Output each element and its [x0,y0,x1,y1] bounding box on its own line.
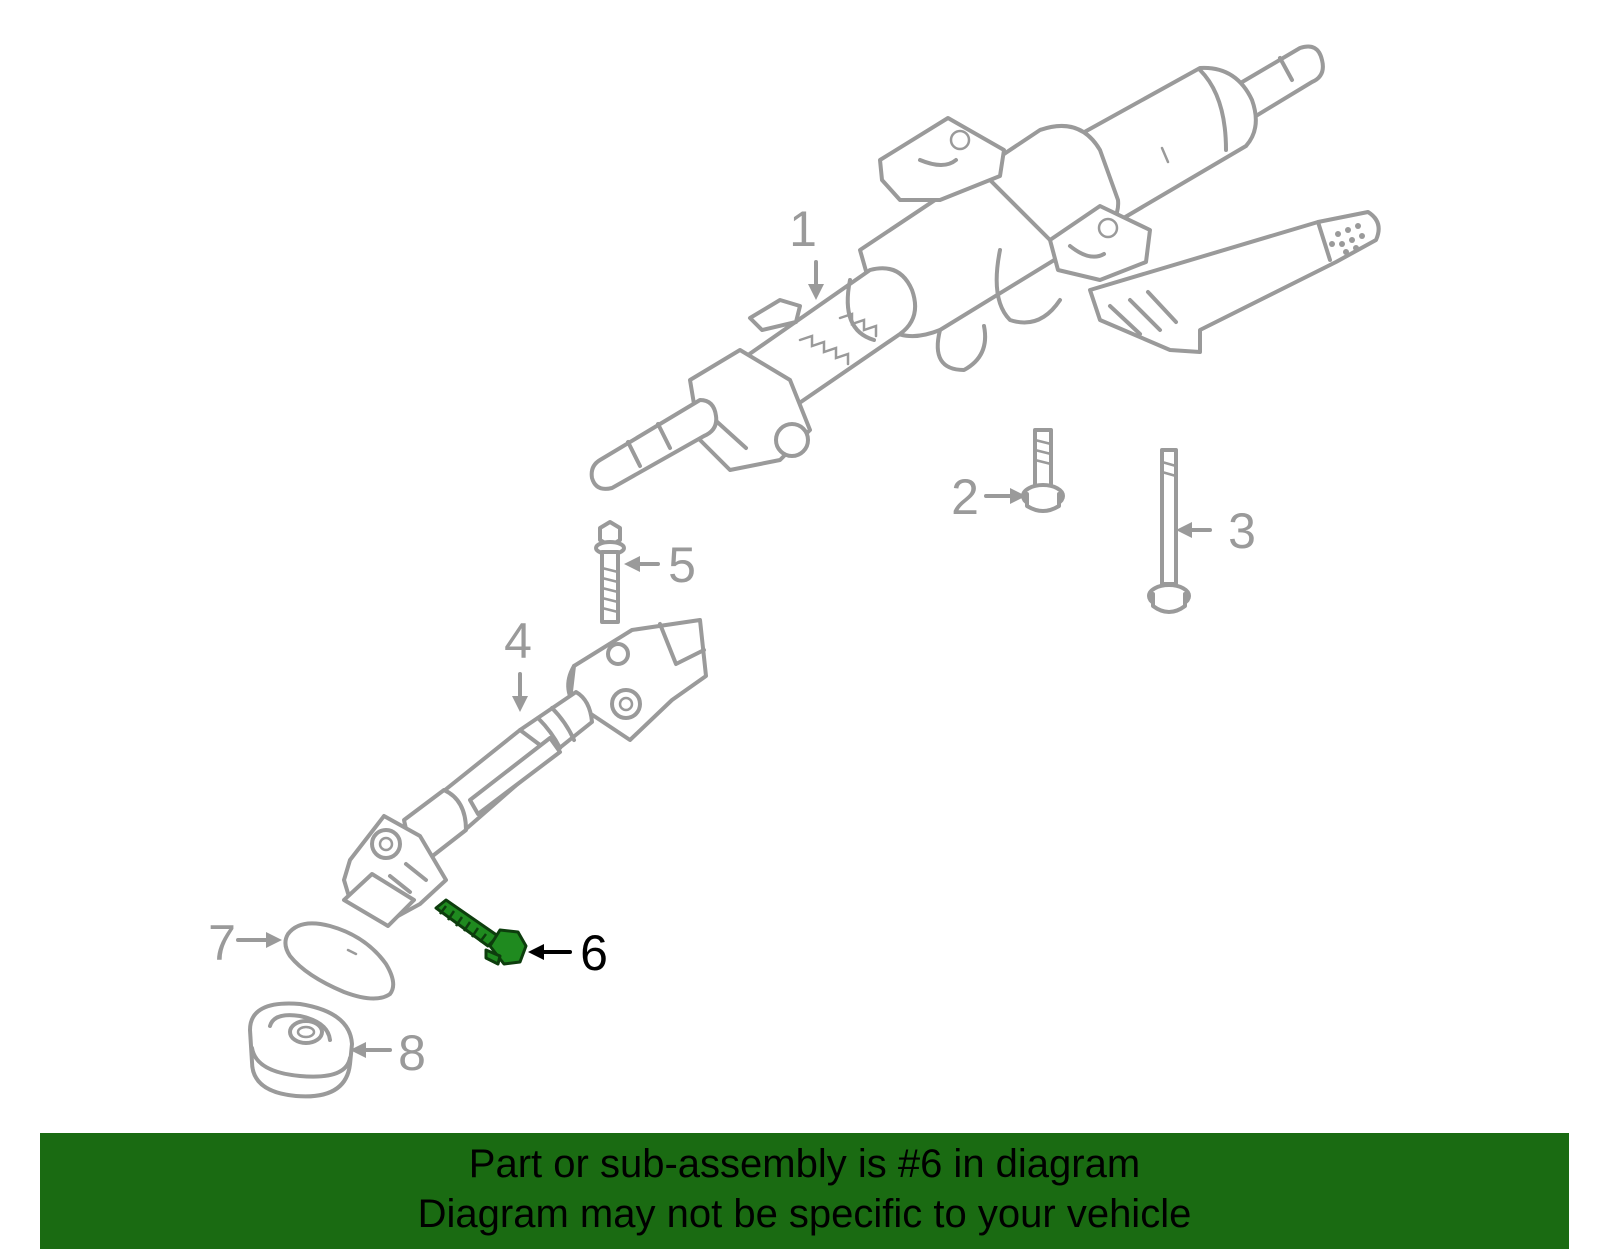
callout-label-3: 3 [1228,503,1256,559]
callout-label-2: 2 [951,469,979,525]
callout-label-6: 6 [580,925,608,981]
bolt-part-6-highlighted [434,898,528,966]
cover-part-7 [283,921,396,1001]
callout-arrows [236,260,1212,1058]
banner-line-1: Part or sub-assembly is #6 in diagram [468,1142,1141,1186]
callout-label-1: 1 [789,201,817,257]
long-bolt-part-3 [1147,448,1191,614]
callout-label-4: 4 [504,613,532,669]
steering-column-part [589,44,1381,491]
banner-line-2: Diagram may not be specific to your vehi… [417,1192,1192,1236]
callout-label-8: 8 [398,1025,426,1081]
bolt-part-2 [1021,428,1065,513]
notice-banner: Part or sub-assembly is #6 in diagram Di… [40,1133,1569,1249]
intermediate-shaft-part-4 [342,618,708,928]
bolt-part-5 [594,520,626,624]
callout-label-7: 7 [208,915,236,971]
callout-arrow-6 [528,944,572,960]
seal-part-8 [248,1001,354,1099]
callout-label-5: 5 [668,537,696,593]
